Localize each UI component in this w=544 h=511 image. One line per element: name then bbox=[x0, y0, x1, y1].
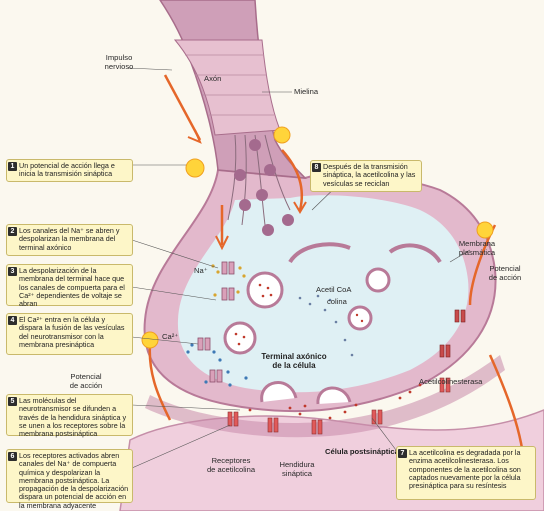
step-1-box: 1 Un potencial de acción llega e inicia … bbox=[6, 159, 133, 182]
step-6-box: 6 Los receptores activados abren canales… bbox=[6, 449, 133, 509]
label-celula-postsinaptica: Célula postsináptica bbox=[325, 447, 399, 456]
label-terminal-axonico: Terminal axónico de la célula bbox=[261, 352, 327, 370]
label-impulso-nervioso: Impulso nervioso bbox=[104, 53, 134, 71]
label-acetil-coa: Acetil CoA bbox=[316, 285, 352, 294]
step-8-text: Después de la transmisión sináptica, la … bbox=[323, 162, 416, 188]
step-6-text: Los receptores activados abren canales d… bbox=[19, 451, 129, 510]
step-8-number: 8 bbox=[312, 163, 321, 172]
step-7-box: 7 La acetilcolina es degradada por la en… bbox=[396, 446, 536, 500]
recycled-vesicle bbox=[347, 305, 373, 331]
step-3-text: La despolarización de la membrana del te… bbox=[19, 266, 125, 309]
fusing-vesicle bbox=[260, 381, 298, 403]
vesicle bbox=[264, 164, 276, 176]
step-2-box: 2 Los canales del Na⁺ se abren y despola… bbox=[6, 224, 133, 256]
ca-ions bbox=[186, 343, 248, 387]
step-5-box: 5 Las moléculas del neurotransmisor se d… bbox=[6, 394, 133, 439]
step-4-number: 4 bbox=[8, 316, 17, 325]
step-2-text: Los canales del Na⁺ se abren y despolari… bbox=[19, 226, 120, 252]
ca-channel bbox=[197, 337, 223, 383]
step-2-number: 2 bbox=[8, 227, 17, 236]
label-receptores: Receptores de acetilcolina bbox=[206, 456, 256, 474]
label-acetilcolinesterasa: Acetilcolinesterasa bbox=[419, 377, 483, 386]
label-colina: colina bbox=[327, 297, 347, 306]
spark-icon bbox=[141, 126, 494, 349]
step-1-number: 1 bbox=[8, 162, 17, 171]
vesicle bbox=[239, 199, 251, 211]
label-na: Na⁺ bbox=[194, 266, 208, 275]
step-5-text: Las moléculas del neurotransmisor se dif… bbox=[19, 396, 127, 439]
vesicle bbox=[234, 169, 246, 181]
label-potencial-accion-left: Potencial de acción bbox=[69, 372, 103, 390]
step-6-number: 6 bbox=[8, 452, 17, 461]
label-potencial-accion-right: Potencial de acción bbox=[488, 264, 522, 282]
synaptic-cleft bbox=[145, 355, 505, 438]
vesicle bbox=[282, 214, 294, 226]
neurotransmitter-vesicle bbox=[246, 271, 284, 309]
label-ca: Ca²⁺ bbox=[162, 332, 179, 341]
step-1-text: Un potencial de acción llega e inicia la… bbox=[19, 161, 115, 179]
step-7-text: La acetilcolina es degradada por la enzi… bbox=[409, 448, 521, 491]
step-7-number: 7 bbox=[398, 449, 407, 458]
endocytic-membrane bbox=[288, 242, 351, 264]
vesicle bbox=[249, 139, 261, 151]
step-3-box: 3 La despolarización de la membrana del … bbox=[6, 264, 133, 309]
step-8-box: 8 Después de la transmisión sináptica, l… bbox=[310, 160, 422, 192]
vesicle bbox=[256, 189, 268, 201]
recycled-vesicle bbox=[365, 267, 391, 293]
label-axon: Axón bbox=[204, 74, 222, 83]
step-4-text: El Ca²⁺ entra en la célula y dispara la … bbox=[19, 315, 125, 349]
myelin-sheath bbox=[173, 39, 281, 136]
label-mielina: Mielina bbox=[294, 87, 319, 96]
acetylcholine-molecules bbox=[248, 383, 422, 420]
fusing-vesicle bbox=[316, 386, 352, 405]
na-ions bbox=[211, 264, 246, 297]
acetylcholine-receptor bbox=[227, 377, 451, 435]
label-hendidura: Hendidura sináptica bbox=[279, 460, 315, 478]
acetylcholinesterase-enzyme bbox=[439, 309, 466, 358]
step-4-box: 4 El Ca²⁺ entra en la célula y dispara l… bbox=[6, 313, 133, 355]
neurotransmitter-vesicle bbox=[223, 321, 257, 355]
choline-dots bbox=[298, 294, 354, 357]
na-channel bbox=[221, 261, 235, 301]
label-membrana-plasmatica: Membrana plasmática bbox=[458, 239, 496, 257]
step-3-number: 3 bbox=[8, 267, 17, 276]
vesicle bbox=[262, 224, 274, 236]
step-5-number: 5 bbox=[8, 397, 17, 406]
